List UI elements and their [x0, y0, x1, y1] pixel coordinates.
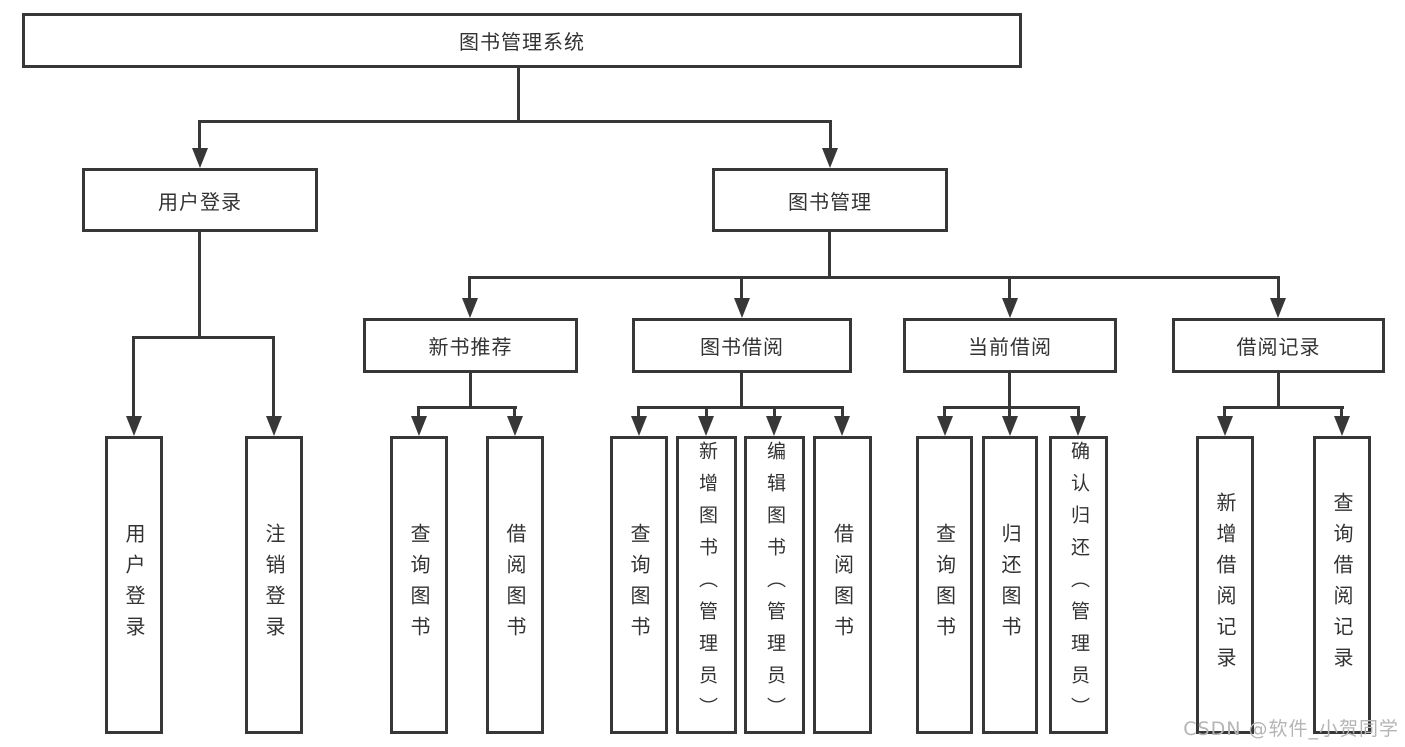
arrowhead-down-icon — [507, 416, 523, 436]
connector-line — [132, 336, 135, 416]
arrowhead-down-icon — [126, 416, 142, 436]
connector-line — [1340, 406, 1343, 418]
connector-line — [513, 406, 516, 418]
arrowhead-down-icon — [1002, 416, 1018, 436]
connector-line — [637, 406, 844, 409]
leaf-label: 新增图书（管理员） — [696, 441, 718, 729]
arrowhead-down-icon — [192, 148, 208, 168]
connector-line — [740, 373, 743, 406]
connector-line — [1223, 406, 1344, 409]
connector-line — [828, 232, 831, 276]
arrowhead-down-icon — [766, 416, 782, 436]
arrowhead-down-icon — [698, 416, 714, 436]
leaf-label: 注销登录 — [262, 523, 286, 647]
arrowhead-down-icon — [1070, 416, 1086, 436]
arrowhead-down-icon — [1002, 298, 1018, 318]
node-label: 图书管理 — [788, 189, 872, 214]
node-library-management-system: 图书管理系统 — [22, 13, 1022, 68]
arrowhead-down-icon — [266, 416, 282, 436]
csdn-watermark: CSDN @软件_小贺同学 — [1183, 718, 1399, 740]
leaf-label: 新增借阅记录 — [1213, 492, 1237, 678]
node-label: 新书推荐 — [428, 335, 513, 359]
connector-line — [1077, 406, 1080, 418]
leaf-label: 借阅图书 — [503, 523, 527, 647]
arrowhead-down-icon — [822, 148, 838, 168]
node-label: 借阅记录 — [1236, 335, 1321, 359]
leaf-confirm-return-admin: 确认归还（管理员） — [1049, 436, 1108, 734]
connector-line — [943, 406, 1080, 409]
leaf-query-books-borrowing: 查询图书 — [610, 436, 668, 734]
leaf-borrow-books: 借阅图书 — [813, 436, 872, 734]
leaf-label: 用户登录 — [122, 523, 146, 647]
connector-line — [705, 406, 708, 418]
node-current-borrowing: 当前借阅 — [903, 318, 1117, 373]
leaf-label: 编辑图书（管理员） — [764, 441, 786, 729]
connector-line — [468, 276, 1280, 279]
leaf-query-books-recommend: 查询图书 — [390, 436, 448, 734]
connector-line — [272, 336, 275, 416]
leaf-label: 借阅图书 — [830, 523, 855, 647]
connector-line — [517, 68, 520, 120]
node-label: 图书借阅 — [700, 335, 784, 359]
connector-line — [198, 120, 201, 150]
connector-line — [1008, 276, 1011, 300]
leaf-borrow-books-recommend: 借阅图书 — [486, 436, 544, 734]
connector-line — [417, 406, 420, 418]
node-book-management: 图书管理 — [712, 168, 948, 232]
connector-line — [468, 276, 471, 300]
connector-line — [1008, 373, 1011, 406]
connector-line — [637, 406, 640, 418]
leaf-add-books-admin: 新增图书（管理员） — [676, 436, 737, 734]
leaf-label: 查询图书 — [407, 523, 431, 647]
connector-line — [829, 120, 832, 150]
arrowhead-down-icon — [462, 298, 478, 318]
arrowhead-down-icon — [631, 416, 647, 436]
leaf-label: 查询图书 — [932, 523, 957, 647]
leaf-label: 确认归还（管理员） — [1068, 441, 1090, 729]
leaf-return-books: 归还图书 — [982, 436, 1038, 734]
arrowhead-down-icon — [734, 298, 750, 318]
arrowhead-down-icon — [1217, 416, 1233, 436]
connector-line — [198, 232, 201, 336]
connector-line — [132, 336, 275, 339]
connector-line — [1223, 406, 1226, 418]
connector-line — [198, 120, 832, 123]
node-user-login: 用户登录 — [82, 168, 318, 232]
arrowhead-down-icon — [937, 416, 953, 436]
arrowhead-down-icon — [411, 416, 427, 436]
connector-line — [469, 373, 472, 406]
connector-line — [1008, 406, 1011, 418]
node-book-borrowing: 图书借阅 — [632, 318, 852, 373]
connector-line — [943, 406, 946, 418]
leaf-query-borrow-record: 查询借阅记录 — [1313, 436, 1371, 734]
leaf-user-login: 用户登录 — [105, 436, 163, 734]
arrowhead-down-icon — [834, 416, 850, 436]
connector-line — [841, 406, 844, 418]
leaf-edit-books-admin: 编辑图书（管理员） — [744, 436, 805, 734]
connector-line — [1277, 276, 1280, 300]
leaf-label: 查询图书 — [627, 523, 651, 647]
node-borrowing-records: 借阅记录 — [1172, 318, 1385, 373]
leaf-label: 归还图书 — [998, 523, 1022, 647]
leaf-label: 查询借阅记录 — [1330, 492, 1354, 678]
arrowhead-down-icon — [1270, 298, 1286, 318]
node-new-book-recommendation: 新书推荐 — [363, 318, 578, 373]
leaf-query-books-current: 查询图书 — [916, 436, 973, 734]
connector-line — [1277, 373, 1280, 406]
connector-line — [740, 276, 743, 300]
node-label: 用户登录 — [158, 189, 242, 214]
node-label: 图书管理系统 — [459, 30, 585, 54]
leaf-add-borrow-record: 新增借阅记录 — [1196, 436, 1254, 734]
node-label: 当前借阅 — [968, 335, 1052, 359]
leaf-logout: 注销登录 — [245, 436, 303, 734]
arrowhead-down-icon — [1334, 416, 1350, 436]
connector-line — [417, 406, 517, 409]
connector-line — [773, 406, 776, 418]
